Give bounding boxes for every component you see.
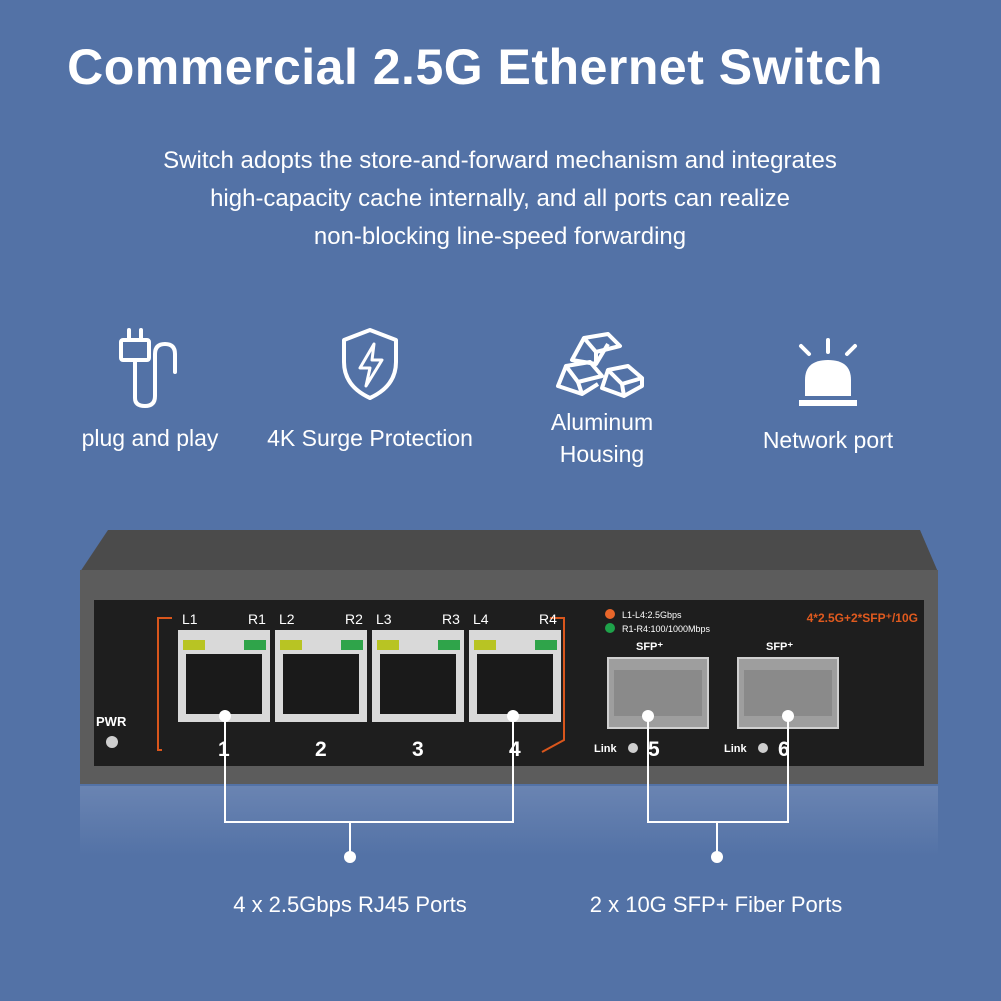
legend-text: R1-R4:100/1000Mbps xyxy=(622,624,711,634)
sfp-label: SFP⁺ xyxy=(636,641,663,653)
page-title: Commercial 2.5G Ethernet Switch xyxy=(67,39,883,95)
description-line: high-capacity cache internally, and all … xyxy=(210,185,790,212)
led-label-right: R4 xyxy=(539,611,557,627)
led-label-right: R3 xyxy=(442,611,460,627)
feature-network-port: Network port xyxy=(708,338,948,456)
feature-label: 4K Surge Protection xyxy=(267,425,473,451)
feature-surge-protection: 4K Surge Protection xyxy=(250,326,490,454)
callout-dot xyxy=(642,710,654,722)
description: Switch adopts the store-and-forward mech… xyxy=(100,142,900,256)
led-yellow xyxy=(377,640,399,650)
alarm-light-icon xyxy=(799,338,857,406)
link-label: Link xyxy=(594,743,617,755)
callout-dot xyxy=(344,851,356,863)
rj45-bracket-left xyxy=(157,617,172,751)
callout-dot xyxy=(782,710,794,722)
port-number: 5 xyxy=(648,738,660,761)
led-label-left: L1 xyxy=(182,611,198,627)
rj45-port-socket[interactable] xyxy=(186,654,262,714)
led-green xyxy=(438,640,460,650)
description-line: non-blocking line-speed forwarding xyxy=(313,223,687,250)
callout-line-rj45 xyxy=(224,716,514,823)
sfp-label: SFP⁺ xyxy=(766,641,793,653)
rj45-port-socket[interactable] xyxy=(380,654,456,714)
callout-line-sfp xyxy=(647,716,789,823)
sfp-port-group: SFP⁺ Link 5 SFP⁺ Link 6 xyxy=(594,641,839,761)
pwr-led xyxy=(106,736,118,748)
led-label-left: L2 xyxy=(279,611,295,627)
legend-text: L1-L4:2.5Gbps xyxy=(622,610,682,620)
led-green xyxy=(244,640,266,650)
port-number: 2 xyxy=(315,738,327,761)
led-yellow xyxy=(183,640,205,650)
legend-dot-orange xyxy=(605,609,615,619)
led-label-right: R2 xyxy=(345,611,363,627)
led-label-left: L3 xyxy=(376,611,392,627)
callout-dot xyxy=(711,851,723,863)
sfp-slot xyxy=(614,670,702,716)
feature-label: Network port xyxy=(762,427,894,453)
led-green xyxy=(535,640,557,650)
chassis-top xyxy=(80,530,938,572)
legend-dot-green xyxy=(605,623,615,633)
metal-ingots-icon xyxy=(556,332,644,398)
rj45-port-socket[interactable] xyxy=(283,654,359,714)
led-label-left: L4 xyxy=(473,611,489,627)
callout-rj45-ports: 4 x 2.5Gbps RJ45 Ports xyxy=(233,892,467,917)
feature-label: plug and play xyxy=(81,425,219,451)
led-yellow xyxy=(280,640,302,650)
led-green xyxy=(341,640,363,650)
callout-dot xyxy=(219,710,231,722)
sfp-slot xyxy=(744,670,832,716)
feature-label: Aluminum Housing xyxy=(550,409,654,467)
callout-sfp-ports: 2 x 10G SFP+ Fiber Ports xyxy=(589,892,843,917)
pwr-label: PWR xyxy=(96,714,127,729)
shield-lightning-icon xyxy=(342,328,398,400)
port-number: 3 xyxy=(412,738,424,761)
link-label: Link xyxy=(724,743,747,755)
port-number: 6 xyxy=(778,738,790,761)
plug-icon xyxy=(119,328,177,408)
description-line: Switch adopts the store-and-forward mech… xyxy=(163,147,837,174)
led-label-right: R1 xyxy=(248,611,266,627)
feature-aluminum-housing: Aluminum Housing xyxy=(482,330,722,470)
model-label: 4*2.5G+2*SFP⁺/10G xyxy=(807,611,918,625)
link-led xyxy=(628,743,638,753)
rj45-bracket-right xyxy=(541,617,565,753)
feature-plug-and-play: plug and play xyxy=(30,326,270,454)
link-led xyxy=(758,743,768,753)
rj45-port-socket[interactable] xyxy=(477,654,553,714)
led-yellow xyxy=(474,640,496,650)
callout-dot xyxy=(507,710,519,722)
